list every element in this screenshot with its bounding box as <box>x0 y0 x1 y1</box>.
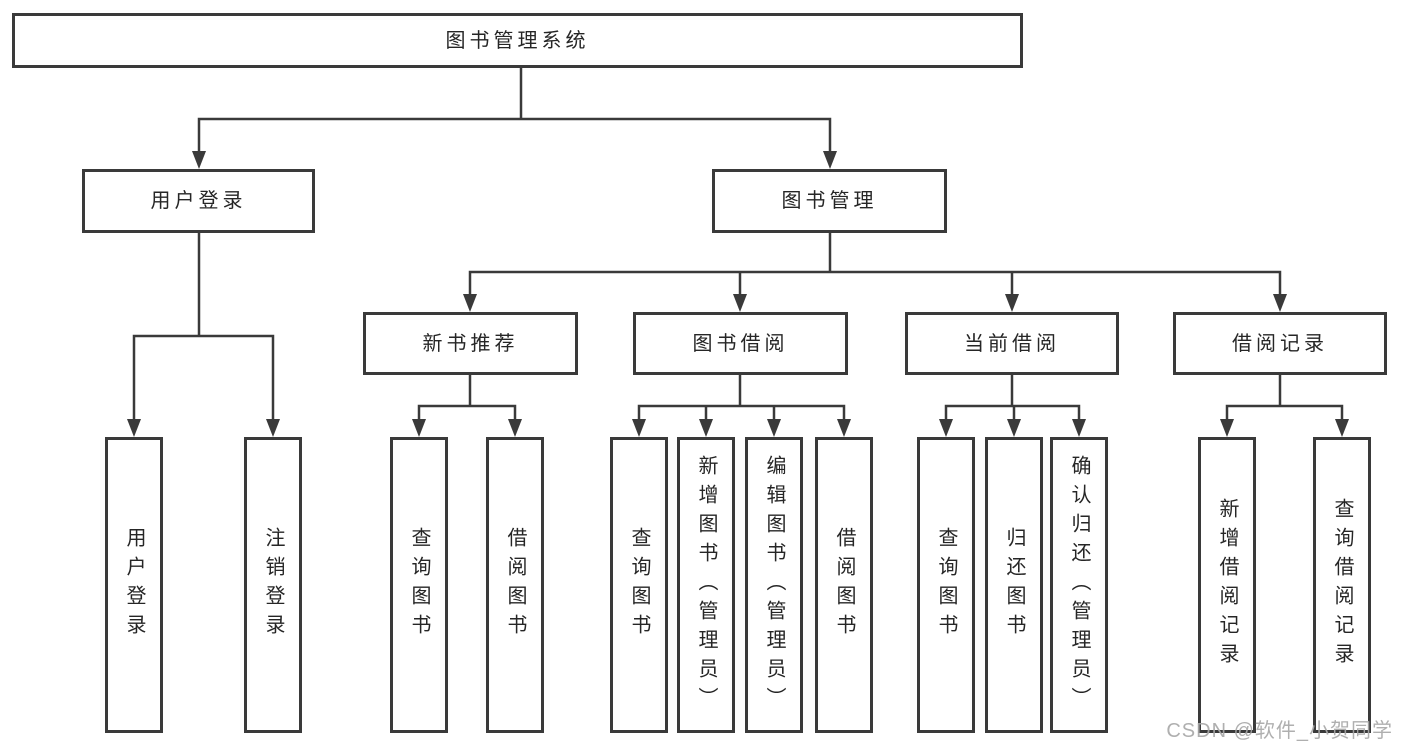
node-leaf-add-book-admin: 新增图书（管理员） <box>677 437 735 733</box>
node-leaf-query-books-1: 查询图书 <box>390 437 448 733</box>
node-new-book-recommend: 新书推荐 <box>363 312 578 375</box>
node-leaf-return-book: 归还图书 <box>985 437 1043 733</box>
node-leaf-query-books-2: 查询图书 <box>610 437 668 733</box>
node-leaf-query-borrow-record: 查询借阅记录 <box>1313 437 1371 733</box>
node-borrowing-records: 借阅记录 <box>1173 312 1387 375</box>
node-leaf-user-login: 用户登录 <box>105 437 163 733</box>
node-leaf-confirm-return-admin: 确认归还（管理员） <box>1050 437 1108 733</box>
arrowheads <box>127 151 1349 437</box>
node-book-borrowing: 图书借阅 <box>633 312 848 375</box>
connector-lines <box>132 66 1344 422</box>
node-current-borrowing: 当前借阅 <box>905 312 1119 375</box>
node-leaf-borrow-books-1: 借阅图书 <box>486 437 544 733</box>
node-root: 图书管理系统 <box>12 13 1023 68</box>
node-leaf-add-borrow-record: 新增借阅记录 <box>1198 437 1256 733</box>
node-book-management: 图书管理 <box>712 169 947 233</box>
node-user-login: 用户登录 <box>82 169 315 233</box>
node-leaf-logout: 注销登录 <box>244 437 302 733</box>
node-leaf-borrow-books-2: 借阅图书 <box>815 437 873 733</box>
node-leaf-query-books-3: 查询图书 <box>917 437 975 733</box>
node-leaf-edit-book-admin: 编辑图书（管理员） <box>745 437 803 733</box>
